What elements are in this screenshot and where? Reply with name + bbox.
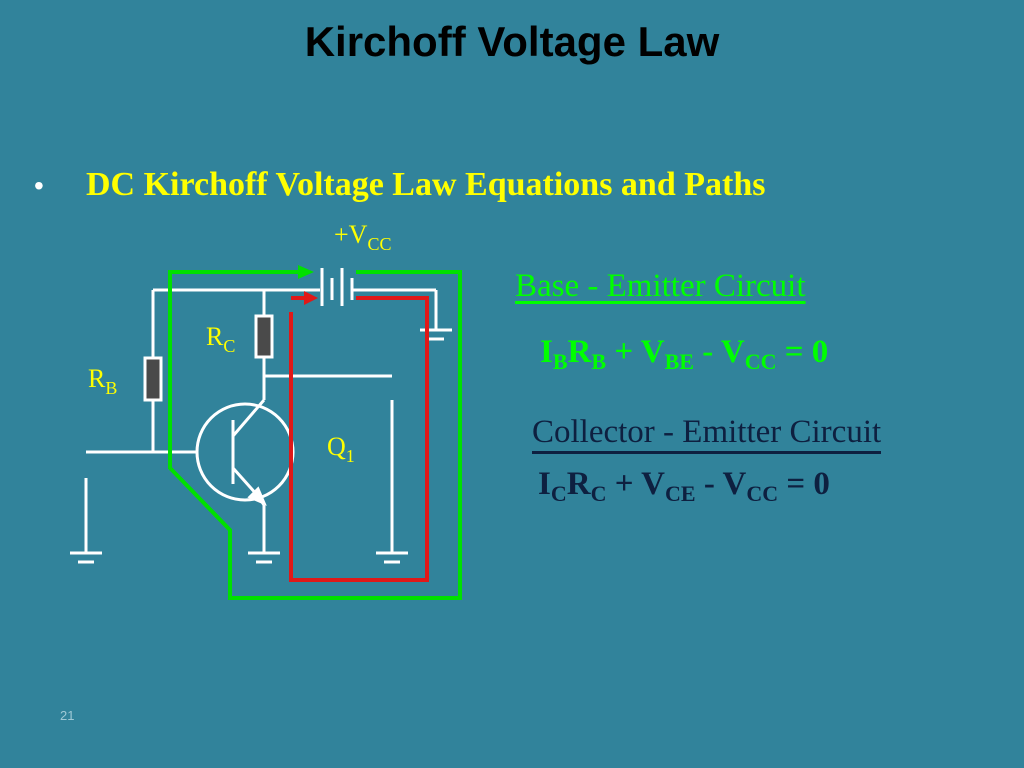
base-emitter-path	[168, 265, 462, 600]
base-emitter-equation: IBRB + VBE - VCC = 0	[540, 334, 828, 375]
rc-label: RC	[206, 322, 235, 356]
equation-term: = 0	[776, 334, 829, 370]
equation-subscript: C	[550, 481, 567, 506]
battery-icon	[320, 268, 354, 306]
collector-emitter-heading: Collector - Emitter Circuit	[532, 413, 882, 454]
rb-resistor-icon	[143, 356, 163, 402]
ground-icon	[70, 551, 102, 564]
equation-subscript: C	[590, 481, 607, 506]
q1-label: Q1	[327, 432, 355, 466]
bullet-text: DC Kirchoff Voltage Law Equations and Pa…	[86, 166, 766, 203]
ground-icon	[420, 328, 452, 341]
slide-number: 21	[60, 708, 75, 723]
collector-emitter-path	[289, 291, 429, 582]
ground-icon	[376, 551, 408, 564]
bullet-dot-icon: •	[34, 170, 44, 201]
vcc-label: +VCC	[334, 220, 391, 254]
equation-subscript: CC	[746, 481, 779, 506]
equation-term: R	[566, 466, 591, 502]
equation-term: + V	[606, 334, 665, 370]
equation-subscript: CE	[665, 481, 696, 506]
equation-term: - V	[695, 466, 747, 502]
equation-term: = 0	[778, 466, 830, 502]
rb-label: RB	[88, 364, 117, 398]
ground-icon	[248, 551, 280, 564]
equation-term: R	[567, 334, 592, 370]
ground-symbols	[70, 328, 452, 564]
equation-subscript: B	[552, 349, 568, 374]
equation-subscript: BE	[664, 349, 694, 374]
collector-emitter-equation: ICRC + VCE - VCC = 0	[538, 466, 830, 507]
equation-term: I	[538, 466, 551, 502]
rc-resistor-icon	[254, 314, 274, 359]
equation-term: - V	[693, 334, 745, 370]
equation-subscript: CC	[744, 349, 777, 374]
equation-term: I	[540, 334, 553, 370]
transistor-icon	[195, 393, 295, 506]
circuit-wires	[84, 288, 438, 553]
equation-subscript: B	[591, 349, 607, 374]
bullet-item: • DC Kirchoff Voltage Law Equations and P…	[34, 166, 766, 204]
base-emitter-heading: Base - Emitter Circuit	[515, 268, 806, 304]
slide-title: Kirchoff Voltage Law	[304, 18, 720, 65]
equation-term: + V	[606, 466, 666, 502]
